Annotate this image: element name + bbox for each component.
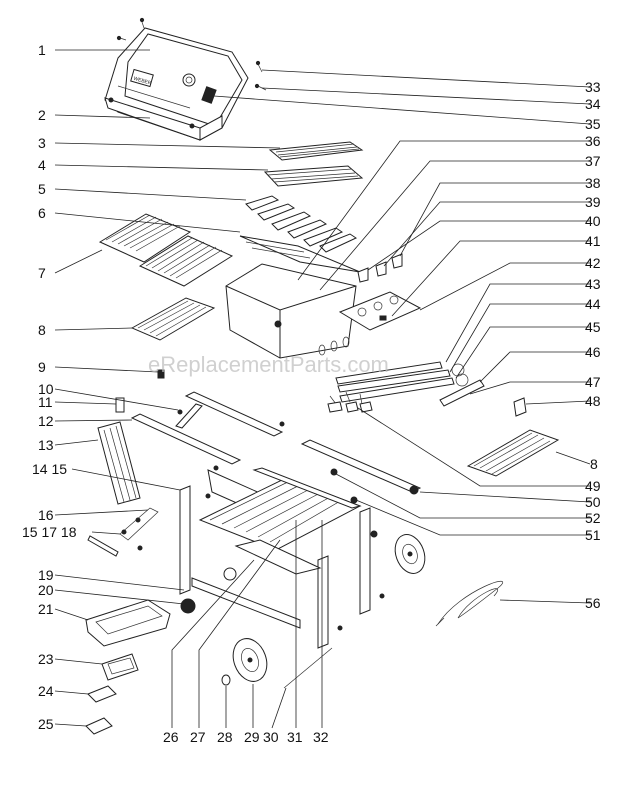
part-catch-pan-left	[130, 297, 216, 341]
part-holder-23	[101, 653, 139, 681]
part-hardware-16-18	[87, 507, 159, 557]
label-8-right: 8	[590, 456, 598, 472]
label-19: 19	[38, 567, 54, 583]
label-52: 52	[585, 510, 601, 526]
brand-plate: WEBER	[133, 76, 153, 87]
label-24: 24	[38, 683, 54, 699]
label-15-17-18: 15 17 18	[22, 524, 77, 540]
part-wheel-left	[232, 638, 268, 682]
part-wheel-right	[394, 534, 426, 574]
part-axle-cap-28	[221, 674, 231, 686]
label-25: 25	[38, 716, 54, 732]
part-control-knobs	[357, 253, 403, 283]
label-2: 2	[38, 107, 46, 123]
label-50: 50	[585, 494, 601, 510]
part-screws-top	[116, 17, 267, 91]
label-45: 45	[585, 319, 601, 335]
part-cooking-grate	[263, 165, 364, 187]
label-6: 6	[38, 205, 46, 221]
label-38: 38	[585, 175, 601, 191]
label-40: 40	[585, 213, 601, 229]
part-cart-frame-top	[130, 391, 284, 465]
label-34: 34	[585, 96, 601, 112]
label-41: 41	[585, 233, 601, 249]
part-misc-bolts	[205, 421, 419, 631]
label-51: 51	[585, 527, 601, 543]
part-pan-liner-25	[85, 717, 113, 735]
labels-left: 1 2 3 4 5 6 7 8 9 10 11 12 13 14 15 16 1…	[22, 42, 77, 732]
labels-bottom: 26 27 28 29 30 31 32	[163, 729, 329, 745]
part-drip-tray	[85, 599, 171, 647]
label-16: 16	[38, 507, 54, 523]
part-catch-pan-right	[466, 429, 560, 477]
label-47: 47	[585, 374, 601, 390]
label-9: 9	[38, 359, 46, 375]
part-lid-assembly: WEBER	[104, 27, 249, 141]
label-8: 8	[38, 322, 46, 338]
label-31: 31	[287, 729, 303, 745]
label-35: 35	[585, 116, 601, 132]
label-30: 30	[263, 729, 279, 745]
label-37: 37	[585, 153, 601, 169]
part-burner-parts-small	[327, 391, 373, 413]
label-21: 21	[38, 601, 54, 617]
part-gas-hose	[435, 580, 504, 627]
label-33: 33	[585, 79, 601, 95]
labels-right: 33 34 35 36 37 38 39 40 41 42 43 44 45 4…	[585, 79, 601, 611]
label-43: 43	[585, 276, 601, 292]
label-32: 32	[313, 729, 329, 745]
leader-lines	[54, 49, 591, 729]
part-burner-tubes	[335, 361, 485, 407]
label-36: 36	[585, 133, 601, 149]
part-porcelain-grates	[98, 213, 234, 287]
part-cookbox	[225, 263, 357, 359]
label-11: 11	[38, 394, 53, 410]
part-cart-body	[179, 439, 422, 649]
label-5: 5	[38, 181, 46, 197]
watermark: eReplacementParts.com	[148, 352, 389, 377]
label-4: 4	[38, 157, 46, 173]
part-side-panel	[97, 421, 141, 505]
part-drip-pan-24	[87, 685, 117, 703]
label-27: 27	[190, 729, 206, 745]
label-56: 56	[585, 595, 601, 611]
part-warming-rack	[268, 141, 364, 161]
label-13: 13	[38, 437, 54, 453]
part-axle-30	[283, 647, 333, 689]
label-3: 3	[38, 135, 46, 151]
label-1: 1	[38, 42, 46, 58]
label-26: 26	[163, 729, 179, 745]
label-12: 12	[38, 413, 54, 429]
label-28: 28	[217, 729, 233, 745]
label-46: 46	[585, 344, 601, 360]
part-bracket-48	[513, 397, 527, 417]
label-42: 42	[585, 255, 601, 271]
label-10: 10	[38, 381, 54, 397]
part-small-clips	[115, 369, 183, 415]
label-49: 49	[585, 478, 601, 494]
label-14-15: 14 15	[32, 461, 67, 477]
label-44: 44	[585, 296, 601, 312]
label-20: 20	[38, 582, 54, 598]
part-control-panel	[338, 291, 422, 331]
label-7: 7	[38, 265, 46, 281]
label-39: 39	[585, 194, 601, 210]
label-29: 29	[244, 729, 260, 745]
part-casters	[180, 567, 237, 614]
label-23: 23	[38, 651, 54, 667]
label-48: 48	[585, 393, 601, 409]
